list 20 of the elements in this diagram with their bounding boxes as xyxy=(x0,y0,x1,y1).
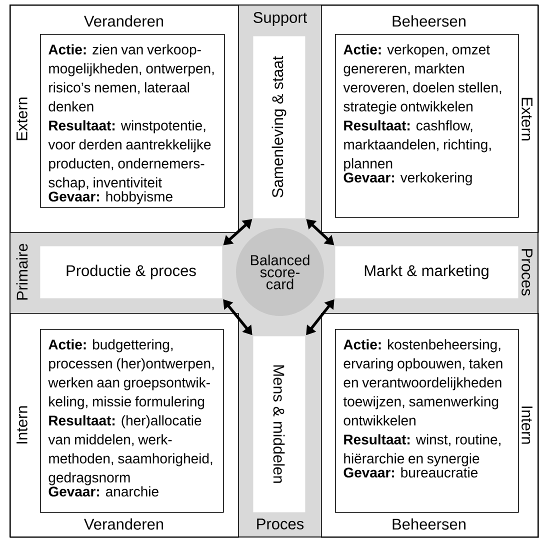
heading: Veranderen xyxy=(84,518,164,530)
heading: Beheersen xyxy=(392,15,466,27)
side-label: Extern xyxy=(16,98,28,140)
side-label: Intern xyxy=(16,406,28,444)
label-box: Markt & marketing xyxy=(335,246,518,298)
text-box: Actie: verkopen, omzet genereren, markten veroveren, doelen stellen, strategie ontwikkelen Resultaat: cashflow, marktaandelen, richting, plannen Gevaar: verkokering xyxy=(335,34,519,218)
band-label: Proces xyxy=(257,518,304,530)
heading: Beheersen xyxy=(392,518,466,530)
text-box: Actie: kostenbeheersing, ervaring opbouwen, taken en verantwoordelijkheden toewijzen, samenwerking ontwikkelen Resultaat: winst, routine, hiërarchie en synergie Gevaar: bureaucratie xyxy=(335,329,519,513)
band-label: Support xyxy=(254,12,308,26)
band-label: Primaire xyxy=(16,244,28,300)
label-box: Productie & proces xyxy=(40,246,222,298)
side-label: Extern xyxy=(522,98,532,140)
text-box: Actie: zien van verkoop-mogelijkheden, ontwerpen, risico’s nemen, lateraal denken Resultaat: winstpotentie, voor derden aantrekkelijke producten, ondernemers-schap, inventiviteit Gevaar: hobbyisme xyxy=(40,34,225,208)
text-box: Actie: budgettering, processen (her)ontwerpen, werken aan groepsontwik-keling, missie formulering Resultaat: (her)allocatie van middelen, werk-methoden, saamhorigheid, gedragsnorm Gevaar: anarchie xyxy=(40,329,224,513)
side-label: Intern xyxy=(522,406,532,444)
label-box: Samenleving & staat xyxy=(253,36,306,218)
label-box: Mens & middelen xyxy=(253,336,306,512)
heading: Veranderen xyxy=(84,15,164,27)
band-label: Proces xyxy=(522,249,532,296)
